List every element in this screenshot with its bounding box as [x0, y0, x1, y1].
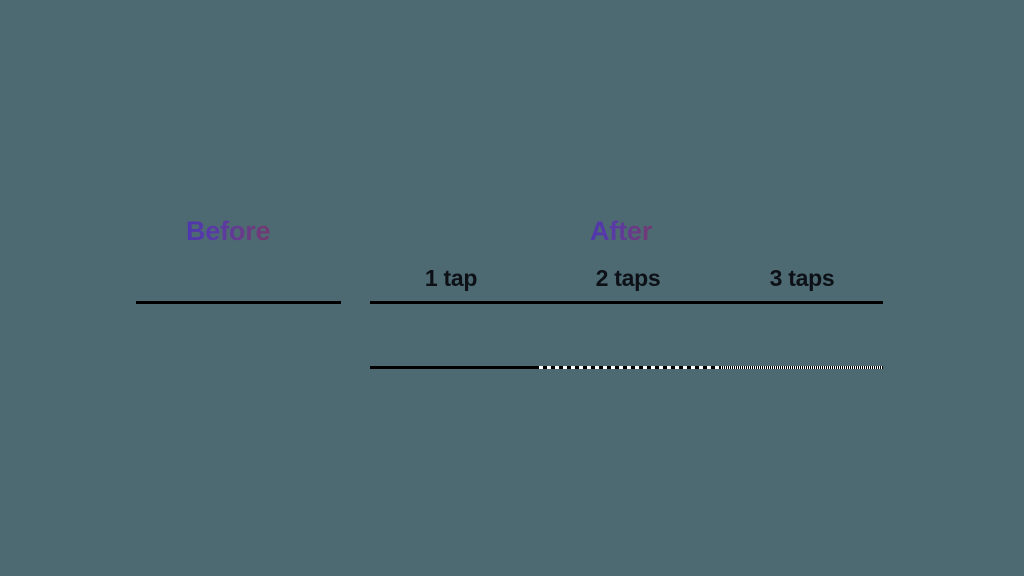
horizontal-rule-before: [136, 301, 341, 304]
rule-segment-dashed-coarse: [535, 366, 720, 369]
group-heading-before: Before: [186, 216, 271, 246]
rule-segment-dashed-fine: [720, 366, 883, 369]
group-heading-after: After: [590, 216, 653, 246]
horizontal-rule-bottom: [370, 366, 883, 369]
column-label-1-tap: 1 tap: [424, 265, 478, 291]
column-label-3-taps: 3 taps: [769, 265, 835, 291]
column-label-2-taps: 2 taps: [595, 265, 661, 291]
horizontal-rule-after: [370, 301, 883, 304]
rule-segment-solid: [370, 366, 535, 369]
